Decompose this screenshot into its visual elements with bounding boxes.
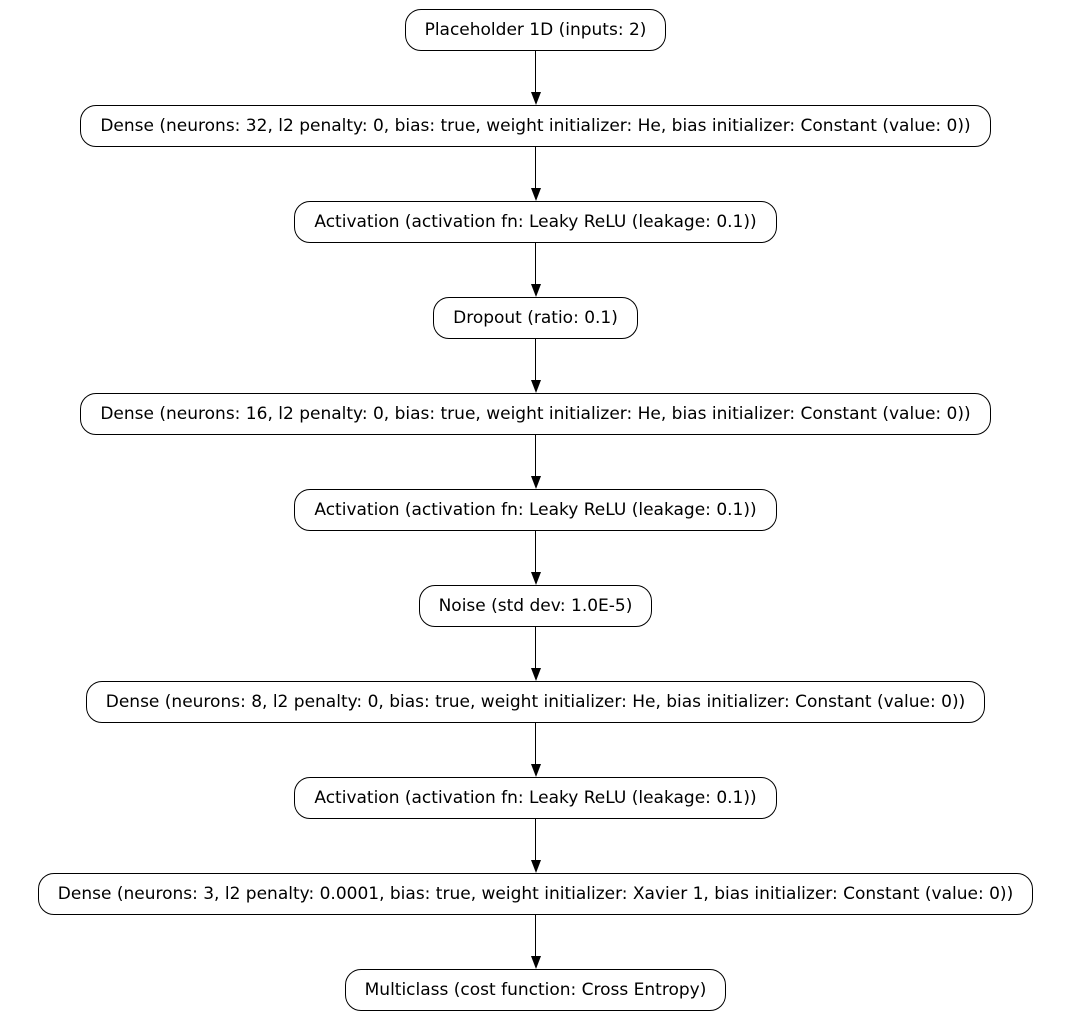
arrow-shaft — [534, 51, 537, 92]
arrow-shaft — [534, 915, 537, 956]
edge-arrow-down — [530, 51, 541, 105]
node-activation-3: Activation (activation fn: Leaky ReLU (l… — [294, 777, 777, 819]
arrow-shaft — [534, 147, 537, 188]
node-multiclass-output: Multiclass (cost function: Cross Entropy… — [344, 969, 727, 1011]
arrow-shaft — [534, 819, 537, 860]
arrow-head-icon — [530, 92, 541, 105]
node-dense-16: Dense (neurons: 16, l2 penalty: 0, bias:… — [80, 393, 991, 435]
arrow-head-icon — [530, 476, 541, 489]
arrow-head-icon — [530, 380, 541, 393]
edge-arrow-down — [530, 435, 541, 489]
arrow-head-icon — [530, 188, 541, 201]
node-activation-1: Activation (activation fn: Leaky ReLU (l… — [294, 201, 777, 243]
arrow-shaft — [534, 435, 537, 476]
node-noise: Noise (std dev: 1.0E-5) — [418, 585, 653, 627]
arrow-shaft — [534, 627, 537, 668]
arrow-head-icon — [530, 572, 541, 585]
arrow-shaft — [534, 531, 537, 572]
arrow-head-icon — [530, 668, 541, 681]
arrow-shaft — [534, 243, 537, 284]
node-activation-2: Activation (activation fn: Leaky ReLU (l… — [294, 489, 777, 531]
node-dropout: Dropout (ratio: 0.1) — [433, 297, 638, 339]
arrow-head-icon — [530, 764, 541, 777]
edge-arrow-down — [530, 627, 541, 681]
node-dense-8: Dense (neurons: 8, l2 penalty: 0, bias: … — [85, 681, 986, 723]
arrow-shaft — [534, 339, 537, 380]
edge-arrow-down — [530, 723, 541, 777]
node-dense-32: Dense (neurons: 32, l2 penalty: 0, bias:… — [80, 105, 991, 147]
arrow-head-icon — [530, 956, 541, 969]
arrow-head-icon — [530, 860, 541, 873]
edge-arrow-down — [530, 339, 541, 393]
node-dense-3: Dense (neurons: 3, l2 penalty: 0.0001, b… — [37, 873, 1034, 915]
edge-arrow-down — [530, 531, 541, 585]
edge-arrow-down — [530, 819, 541, 873]
edge-arrow-down — [530, 147, 541, 201]
node-placeholder-1d: Placeholder 1D (inputs: 2) — [404, 9, 667, 51]
arrow-head-icon — [530, 284, 541, 297]
arrow-shaft — [534, 723, 537, 764]
edge-arrow-down — [530, 243, 541, 297]
edge-arrow-down — [530, 915, 541, 969]
